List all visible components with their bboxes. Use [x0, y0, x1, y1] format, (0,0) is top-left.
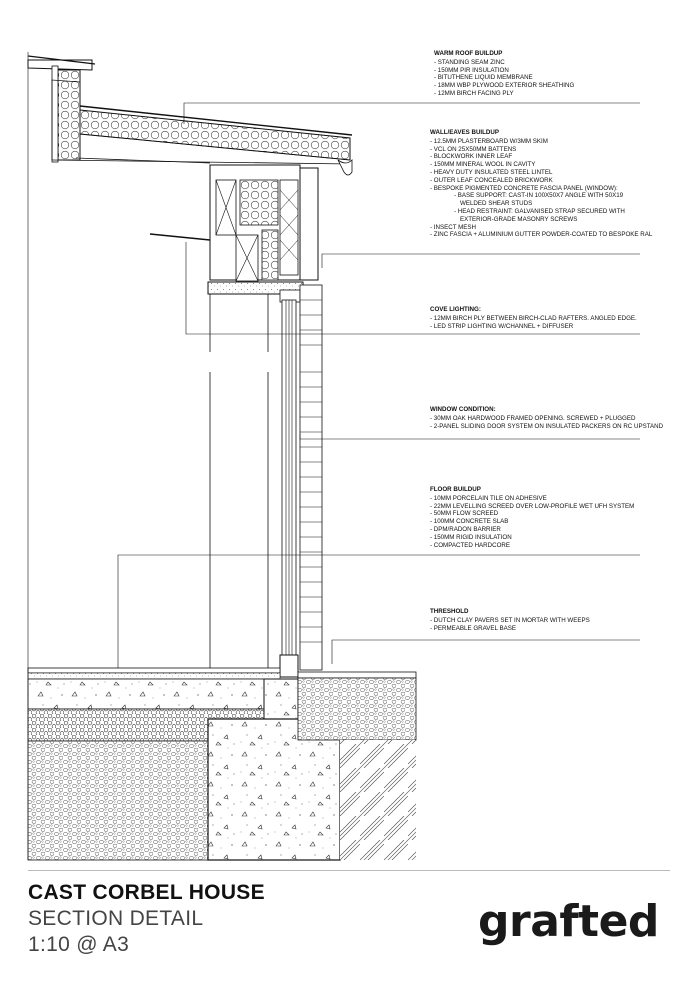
- note-warm-roof: WARM ROOF BUILDUP - STANDING SEAM ZINC -…: [434, 50, 574, 98]
- note-item: - 50MM FLOW SCREED: [430, 510, 499, 518]
- note-title: THRESHOLD: [430, 608, 469, 615]
- note-item: - LED STRIP LIGHTING W/CHANNEL + DIFFUSE…: [430, 322, 574, 330]
- title-divider: [28, 870, 670, 871]
- note-item: - 12MM BIRCH PLY BETWEEN BIRCH-CLAD RAFT…: [430, 314, 637, 322]
- drawing-scale: 1:10 @ A3: [28, 933, 130, 956]
- note-item: - 18MM WBP PLYWOOD EXTERIOR SHEATHING: [434, 82, 575, 90]
- floor-and-ground: [27, 667, 417, 861]
- project-title: CAST CORBEL HOUSE: [28, 881, 265, 904]
- note-title: FLOOR BUILDUP: [430, 486, 481, 493]
- drawing-title: SECTION DETAIL: [28, 907, 204, 930]
- leader-lines: [117, 102, 640, 668]
- note-item: - PERMEABLE GRAVEL BASE: [430, 624, 516, 632]
- brand-logo: grafted: [478, 896, 659, 947]
- note-item: - 10MM PORCELAIN TILE ON ADHESIVE: [430, 494, 547, 502]
- sliding-door: [279, 299, 299, 678]
- roof-assembly: [27, 55, 353, 241]
- note-item: - 30MM OAK HARDWOOD FRAMED OPENING. SCRE…: [430, 414, 636, 422]
- note-item: - ZINC FASCIA + ALUMINIUM GUTTER POWDER-…: [430, 231, 653, 239]
- note-item: - 12.5MM PLASTERBOARD W/3MM SKIM: [430, 137, 548, 145]
- note-threshold: THRESHOLD - DUTCH CLAY PAVERS SET IN MOR…: [430, 608, 590, 632]
- note-sub-item: WELDED SHEAR STUDS: [460, 200, 533, 208]
- note-item: - DPM/RADON BARRIER: [430, 525, 501, 533]
- note-item: - BITUTHENE LIQUID MEMBRANE: [434, 74, 533, 82]
- note-window-condition: WINDOW CONDITION: - 30MM OAK HARDWOOD FR…: [430, 406, 663, 430]
- interior-wall-lines: [209, 294, 269, 670]
- note-item: - BLOCKWORK INNER LEAF: [430, 153, 513, 161]
- note-item: - 12MM BIRCH FACING PLY: [434, 89, 514, 97]
- note-sub-item: EXTERIOR-GRADE MASONRY SCREWS: [460, 215, 578, 223]
- note-title: WARM ROOF BUILDUP: [434, 50, 503, 57]
- note-item: - 150MM MINERAL WOOL IN CAVITY: [430, 161, 536, 169]
- note-sub-item: - BASE SUPPORT: CAST-IN 100X50X7 ANGLE W…: [454, 192, 624, 200]
- note-title: WINDOW CONDITION:: [430, 406, 496, 413]
- note-item: - BESPOKE PIGMENTED CONCRETE FASCIA PANE…: [430, 184, 618, 192]
- note-item: - 22MM LEVELLING SCREED OVER LOW-PROFILE…: [430, 502, 635, 510]
- note-item: - DUTCH CLAY PAVERS SET IN MORTAR WITH W…: [430, 616, 590, 624]
- note-item: - VCL ON 25X50MM BATTENS: [430, 145, 517, 153]
- title-block: CAST CORBEL HOUSE SECTION DETAIL 1:10 @ …: [28, 880, 678, 958]
- note-item: - 2-PANEL SLIDING DOOR SYSTEM ON INSULAT…: [430, 422, 664, 430]
- note-sub-item: - HEAD RESTRAINT: GALVANISED STRAP SECUR…: [454, 207, 625, 215]
- note-item: - COMPACTED HARDCORE: [430, 541, 510, 549]
- note-item: - INSECT MESH: [430, 223, 476, 231]
- note-wall-eaves: WALL/EAVES BUILDUP - 12.5MM PLASTERBOARD…: [430, 129, 652, 239]
- outer-brick-leaf: [299, 284, 323, 671]
- note-item: - 150MM RIGID INSULATION: [430, 533, 512, 541]
- note-cove-lighting: COVE LIGHTING: - 12MM BIRCH PLY BETWEEN …: [430, 306, 637, 330]
- note-item: - OUTER LEAF CONCEALED BRICKWORK: [430, 176, 553, 184]
- note-floor-buildup: FLOOR BUILDUP - 10MM PORCELAIN TILE ON A…: [430, 486, 634, 549]
- note-item: - 150MM PIR INSULATION: [434, 66, 509, 74]
- wall-eaves-assembly: [207, 164, 319, 303]
- note-title: COVE LIGHTING:: [430, 306, 481, 313]
- note-item: - 100MM CONCRETE SLAB: [430, 518, 509, 526]
- note-title: WALL/EAVES BUILDUP: [430, 129, 499, 136]
- note-item: - HEAVY DUTY INSULATED STEEL LINTEL: [430, 168, 553, 176]
- note-item: - STANDING SEAM ZINC: [434, 58, 505, 66]
